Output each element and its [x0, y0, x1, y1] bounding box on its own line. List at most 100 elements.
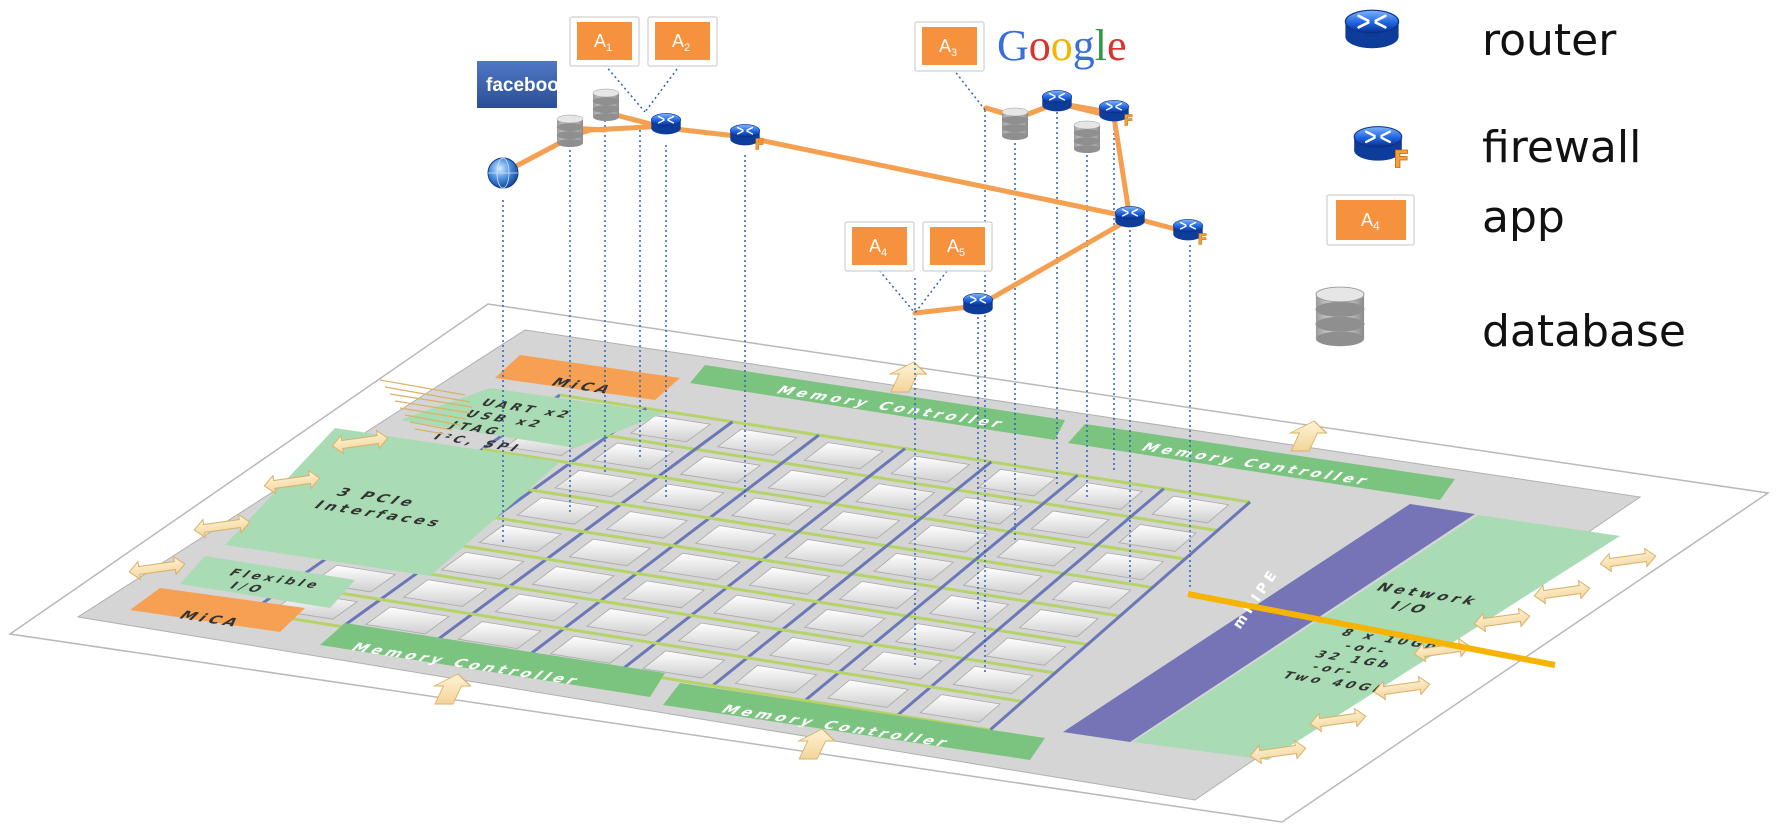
processor-tile — [928, 595, 1010, 624]
svg-text:A2: A2 — [672, 31, 690, 54]
processor-tile — [942, 496, 1023, 525]
flex-line: I/O — [226, 580, 269, 596]
firewall-icon: F — [1098, 100, 1134, 130]
io-arrow — [263, 469, 321, 495]
globe-icon — [487, 157, 519, 189]
svg-text:A5: A5 — [947, 236, 965, 259]
legend-router-label: router — [1482, 15, 1617, 66]
chip-board: Memory Controller Memory Controller Memo… — [8, 303, 1771, 823]
io-arrow — [432, 673, 472, 705]
app-badge-3: A3 — [914, 21, 985, 72]
network-line: I/O — [1386, 599, 1434, 617]
io-arrow — [888, 361, 928, 393]
io-arrow — [1533, 579, 1591, 605]
processor-tile — [1084, 552, 1165, 581]
processor-tile — [440, 551, 525, 580]
mesh-link — [804, 474, 1079, 702]
io-arrow — [331, 429, 389, 455]
firewall-mark: F — [1393, 145, 1409, 173]
processor-tile — [568, 538, 652, 567]
router-icon — [650, 113, 682, 135]
processor-tile — [494, 593, 579, 622]
processor-tile — [516, 497, 600, 525]
app-badge-sub: 3 — [951, 47, 957, 59]
processor-tile — [952, 665, 1034, 695]
firewall-mark: F — [754, 137, 764, 154]
processor-tile — [838, 580, 920, 609]
processor-tile — [1064, 482, 1144, 510]
mpipe-block — [1063, 504, 1475, 742]
database-icon — [592, 88, 620, 121]
processor-tile — [402, 579, 488, 607]
firewall-mark: F — [1197, 232, 1207, 249]
processor-tile — [919, 694, 1002, 723]
processor-tile — [803, 442, 885, 470]
io-arrow — [796, 728, 837, 760]
svg-text:A4: A4 — [1361, 210, 1380, 233]
processor-tile — [907, 524, 989, 553]
network-link-line — [1187, 591, 1556, 668]
io-arrow — [1473, 607, 1531, 633]
app-badge-1: A1 — [569, 16, 640, 67]
io-arrow — [193, 513, 251, 539]
processor-tile — [642, 650, 726, 679]
processor-tile — [1118, 524, 1197, 552]
processor-tile — [716, 428, 798, 456]
mesh-link — [288, 583, 1023, 703]
processor-tile — [713, 594, 796, 623]
mesh-link — [404, 502, 1121, 618]
io-arrow — [1288, 420, 1328, 452]
database-icon — [1315, 286, 1365, 347]
firewall-mark: F — [1123, 113, 1133, 130]
processor-tile — [803, 608, 886, 637]
legend: router F firewall A4 app database — [1315, 9, 1686, 357]
app-badge-label: A — [939, 36, 951, 56]
router-icon — [1041, 90, 1073, 112]
processor-tile — [784, 539, 866, 567]
svg-text:A4: A4 — [869, 236, 887, 259]
app-badge-4: A4 — [844, 221, 915, 272]
pin-connector — [379, 379, 473, 435]
processor-tile — [996, 538, 1077, 567]
mesh-link — [327, 556, 1056, 675]
mesh-link — [989, 500, 1251, 732]
processor-tile — [629, 415, 712, 443]
processor-tile — [694, 525, 777, 553]
processor-tile — [873, 552, 955, 581]
processor-tile — [679, 456, 762, 484]
processor-tile — [826, 679, 910, 708]
io-arrow — [128, 555, 186, 581]
legend-database-label: database — [1482, 306, 1686, 357]
legend-app-badge-sub: 4 — [1373, 219, 1380, 233]
tile-mesh — [249, 393, 1251, 732]
io-arrows — [128, 361, 1657, 765]
processor-tile — [585, 608, 670, 636]
mesh-link — [896, 487, 1165, 717]
io-arrow — [1249, 739, 1307, 765]
processor-tile — [962, 566, 1043, 595]
processor-tile — [677, 622, 761, 651]
io-arrow — [1309, 707, 1367, 733]
database-icon — [1073, 120, 1101, 153]
processor-tile — [622, 580, 706, 609]
processor-tile — [1030, 510, 1110, 539]
router-icon — [1114, 206, 1146, 228]
app-badge-label: A — [947, 236, 959, 256]
processor-tile — [457, 621, 542, 650]
io-arrow — [1373, 675, 1431, 701]
google-logo: Google — [997, 21, 1127, 70]
legend-app-badge: A — [1361, 210, 1373, 230]
app-icon: A4 — [1326, 194, 1415, 246]
facebook-logo: facebook — [477, 61, 570, 108]
app-badge-label: A — [869, 236, 881, 256]
app-connectors — [604, 64, 986, 314]
legend-app-label: app — [1482, 192, 1565, 243]
firewall-icon: F — [729, 124, 765, 154]
processor-tile — [478, 524, 562, 553]
database-icon — [556, 114, 584, 147]
processor-tile — [769, 636, 852, 666]
processor-tile — [1018, 609, 1099, 638]
processor-tile — [605, 511, 688, 539]
processor-tile — [364, 606, 450, 635]
